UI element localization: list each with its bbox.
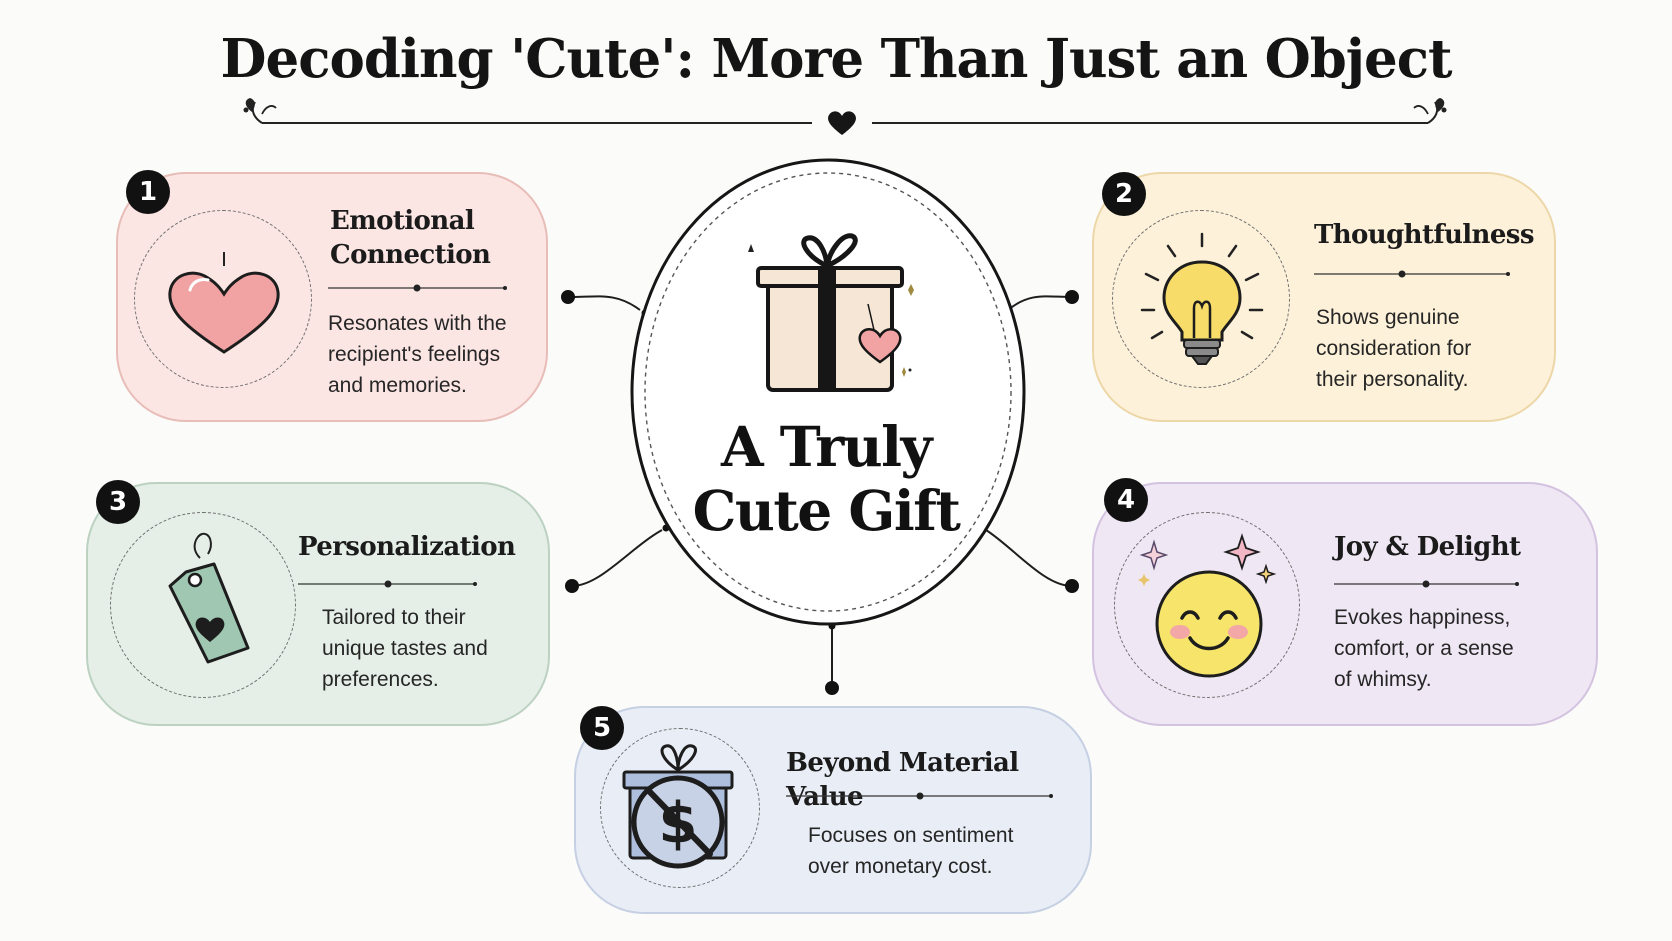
desc-line: of whimsy. [1334, 668, 1432, 691]
no-money-gift-icon: $ [622, 744, 734, 869]
heart-icon [828, 111, 856, 135]
card-description: Focuses on sentiment over monetary cost. [808, 820, 1013, 882]
card-beyond-material-value: $ Beyond Material Value Focuses on senti… [574, 706, 1092, 914]
smiley-face-icon [1138, 533, 1277, 678]
title-underline [298, 580, 477, 588]
icon-circle [134, 210, 312, 388]
badge-number: 4 [1104, 478, 1148, 522]
desc-line: Focuses on sentiment [808, 824, 1014, 847]
card-description: Tailored to their unique tastes and pref… [322, 602, 488, 695]
title-underline [1334, 580, 1519, 588]
card-title: Emotional Connection [330, 204, 491, 272]
title-underline [1314, 270, 1510, 278]
page-title: Decoding 'Cute': More Than Just an Objec… [220, 28, 1453, 90]
desc-line: Shows genuine [1316, 306, 1460, 329]
center-title: A Truly Cute Gift [646, 415, 1006, 543]
card-title-line1: Emotional [330, 206, 475, 236]
icon-circle [1114, 512, 1300, 698]
card-joy-delight: Joy & Delight Evokes happiness, comfort,… [1092, 482, 1598, 726]
desc-line: their personality. [1316, 368, 1469, 391]
desc-line: unique tastes and [322, 637, 488, 660]
desc-line: recipient's feelings [328, 343, 501, 366]
card-title-line1: Thoughtfulness [1314, 220, 1534, 250]
heart-icon [168, 252, 280, 354]
card-title-line2: Connection [330, 240, 491, 270]
center-title-line2: Cute Gift [692, 478, 961, 543]
desc-line: Evokes happiness, [1334, 606, 1511, 629]
icon-circle [1112, 210, 1290, 388]
center-title-line1: A Truly [720, 414, 933, 479]
card-description: Evokes happiness, comfort, or a sense of… [1334, 602, 1514, 695]
desc-line: Resonates with the [328, 312, 507, 335]
desc-line: consideration for [1316, 337, 1472, 360]
card-description: Resonates with the recipient's feelings … [328, 308, 507, 401]
gift-box-icon [748, 233, 914, 392]
badge-number: 2 [1102, 172, 1146, 216]
card-title: Thoughtfulness [1314, 218, 1534, 252]
gift-tag-icon [168, 532, 250, 664]
card-title-line1: Personalization [298, 532, 516, 562]
card-title: Personalization [298, 530, 516, 564]
badge-number: 5 [580, 706, 624, 750]
badge-number: 1 [126, 170, 170, 214]
desc-line: and memories. [328, 374, 467, 397]
badge-number: 3 [96, 480, 140, 524]
card-title-line1: Joy & Delight [1334, 532, 1521, 562]
card-personalization: Personalization Tailored to their unique… [86, 482, 550, 726]
desc-line: preferences. [322, 668, 439, 691]
title-underline [786, 792, 1053, 800]
card-thoughtfulness: Thoughtfulness Shows genuine considerati… [1092, 172, 1556, 422]
card-title: Joy & Delight [1334, 530, 1521, 564]
card-emotional-connection: Emotional Connection Resonates with the … [116, 172, 548, 422]
card-description: Shows genuine consideration for their pe… [1316, 302, 1471, 395]
icon-circle [600, 728, 760, 888]
icon-circle [110, 512, 296, 698]
lightbulb-icon [1140, 232, 1264, 365]
desc-line: Tailored to their [322, 606, 466, 629]
card-title: Beyond Material Value [786, 746, 1090, 814]
desc-line: over monetary cost. [808, 855, 993, 878]
title-underline [328, 284, 507, 292]
card-title-line1: Beyond Material Value [786, 748, 1019, 812]
desc-line: comfort, or a sense [1334, 637, 1514, 660]
